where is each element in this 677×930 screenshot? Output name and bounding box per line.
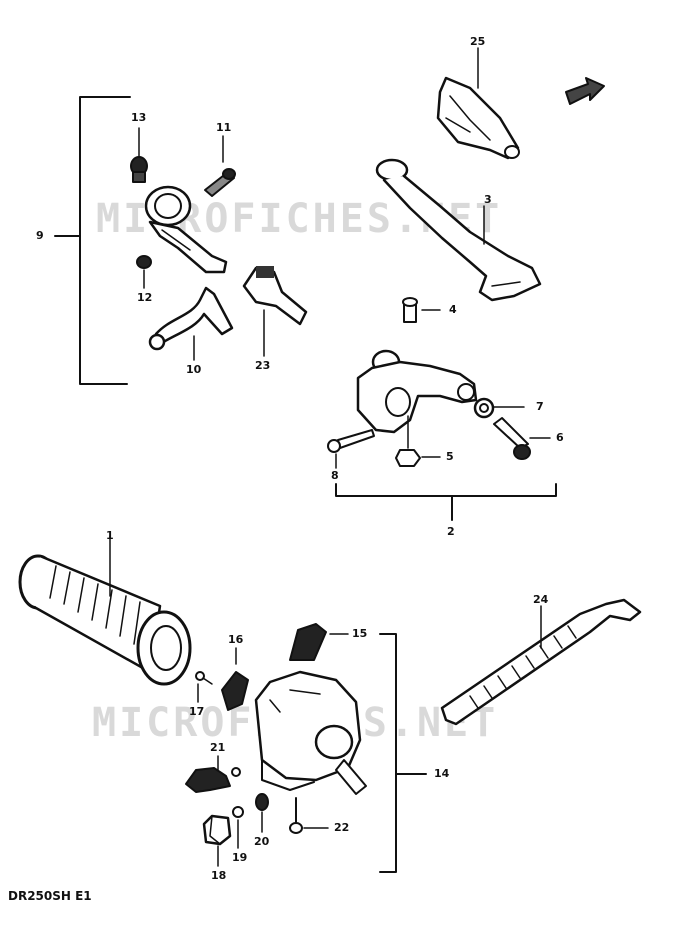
part-22-screw: [290, 798, 328, 833]
callout-20: 20: [254, 835, 270, 848]
callout-16: 16: [228, 633, 244, 646]
callout-1: 1: [106, 529, 114, 542]
bracket-group-9: [80, 97, 130, 384]
part-14-switch-housing: [256, 672, 366, 794]
clutch-lever-holder: [146, 187, 226, 272]
bracket-group-2: [336, 484, 556, 496]
callout-24: 24: [533, 593, 549, 606]
callout-12: 12: [137, 291, 153, 304]
callout-15: 15: [352, 627, 368, 640]
part-19-washer: [233, 807, 243, 848]
part-7-washer: [475, 399, 524, 417]
callout-2: 2: [447, 525, 455, 538]
part-24-strap: [442, 600, 640, 724]
callout-17: 17: [189, 705, 205, 718]
callout-5: 5: [446, 450, 454, 463]
callout-4: 4: [449, 303, 457, 316]
part-10-lever: [150, 288, 232, 360]
callout-22: 22: [334, 821, 350, 834]
callout-18: 18: [211, 869, 227, 882]
callout-7: 7: [536, 400, 544, 413]
callout-10: 10: [186, 363, 202, 376]
part-3-brake-lever: [377, 160, 540, 300]
part-4-bolt: [403, 298, 440, 322]
part-8-bolt: [328, 430, 374, 468]
callout-6: 6: [556, 431, 564, 444]
callout-11: 11: [216, 121, 232, 134]
part-11-screw: [205, 136, 235, 196]
callout-19: 19: [232, 851, 248, 864]
brake-lever-holder: [358, 351, 476, 432]
part-6-bolt: [494, 418, 550, 459]
part-12-nut: [137, 256, 151, 288]
callout-8: 8: [331, 469, 339, 482]
part-20-spring: [256, 794, 268, 832]
part-13-screw: [131, 128, 147, 182]
part-1-grip: [20, 536, 190, 684]
front-arrow-icon: [566, 78, 604, 104]
part-17-pin: [196, 672, 212, 702]
callout-9: 9: [36, 229, 44, 242]
model-code-footer: DR250SH E1: [8, 889, 92, 903]
callout-3: 3: [484, 193, 492, 206]
callout-23: 23: [255, 359, 271, 372]
part-18-block: [204, 816, 230, 866]
bracket-group-14: [380, 634, 396, 872]
callout-25: 25: [470, 35, 486, 48]
part-5-nut: [396, 416, 440, 466]
part-23-clip: [244, 266, 306, 356]
part-21-switch: [186, 756, 240, 792]
callout-14: 14: [434, 767, 450, 780]
part-15-switch: [290, 624, 348, 660]
part-16-knob: [222, 648, 248, 710]
callout-13: 13: [131, 111, 147, 124]
part-25-lever-cover: [438, 48, 519, 158]
callout-21: 21: [210, 741, 226, 754]
